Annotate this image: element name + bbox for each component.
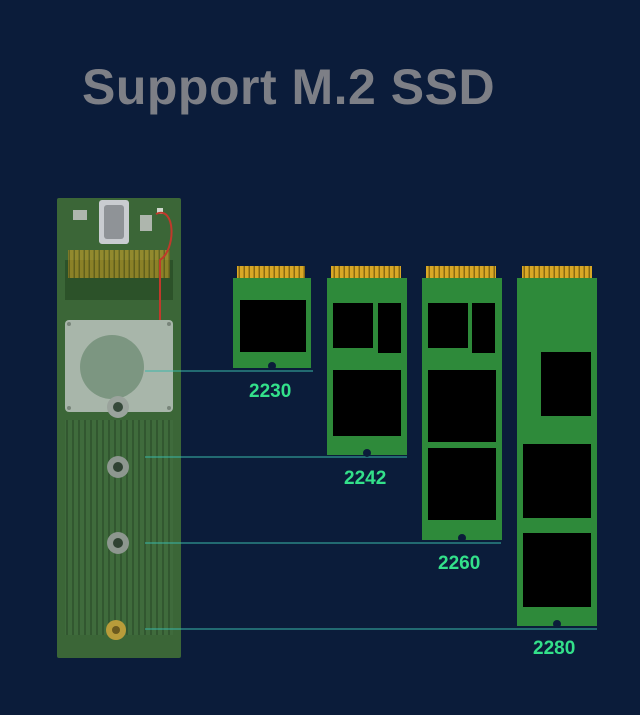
- size-label-2280: 2280: [533, 638, 576, 659]
- ssd-2260: [422, 266, 502, 542]
- guide-lines: [145, 370, 597, 630]
- ssd-2242: [327, 266, 407, 457]
- mount-hole-2260: [107, 456, 129, 478]
- enclosure-board: [57, 198, 181, 658]
- ssd-2280: [517, 266, 597, 628]
- thermal-pad: [65, 320, 173, 412]
- page-title: Support M.2 SSD: [82, 59, 496, 115]
- size-label-2242: 2242: [344, 468, 387, 489]
- mount-screw-end: [106, 620, 126, 640]
- size-label-2260: 2260: [438, 553, 481, 574]
- ssd-2230: [233, 266, 311, 370]
- mount-hole-2242: [107, 396, 129, 418]
- size-label-2230: 2230: [249, 381, 292, 402]
- usb-c-port: [99, 200, 129, 244]
- mount-hole-2280: [107, 532, 129, 554]
